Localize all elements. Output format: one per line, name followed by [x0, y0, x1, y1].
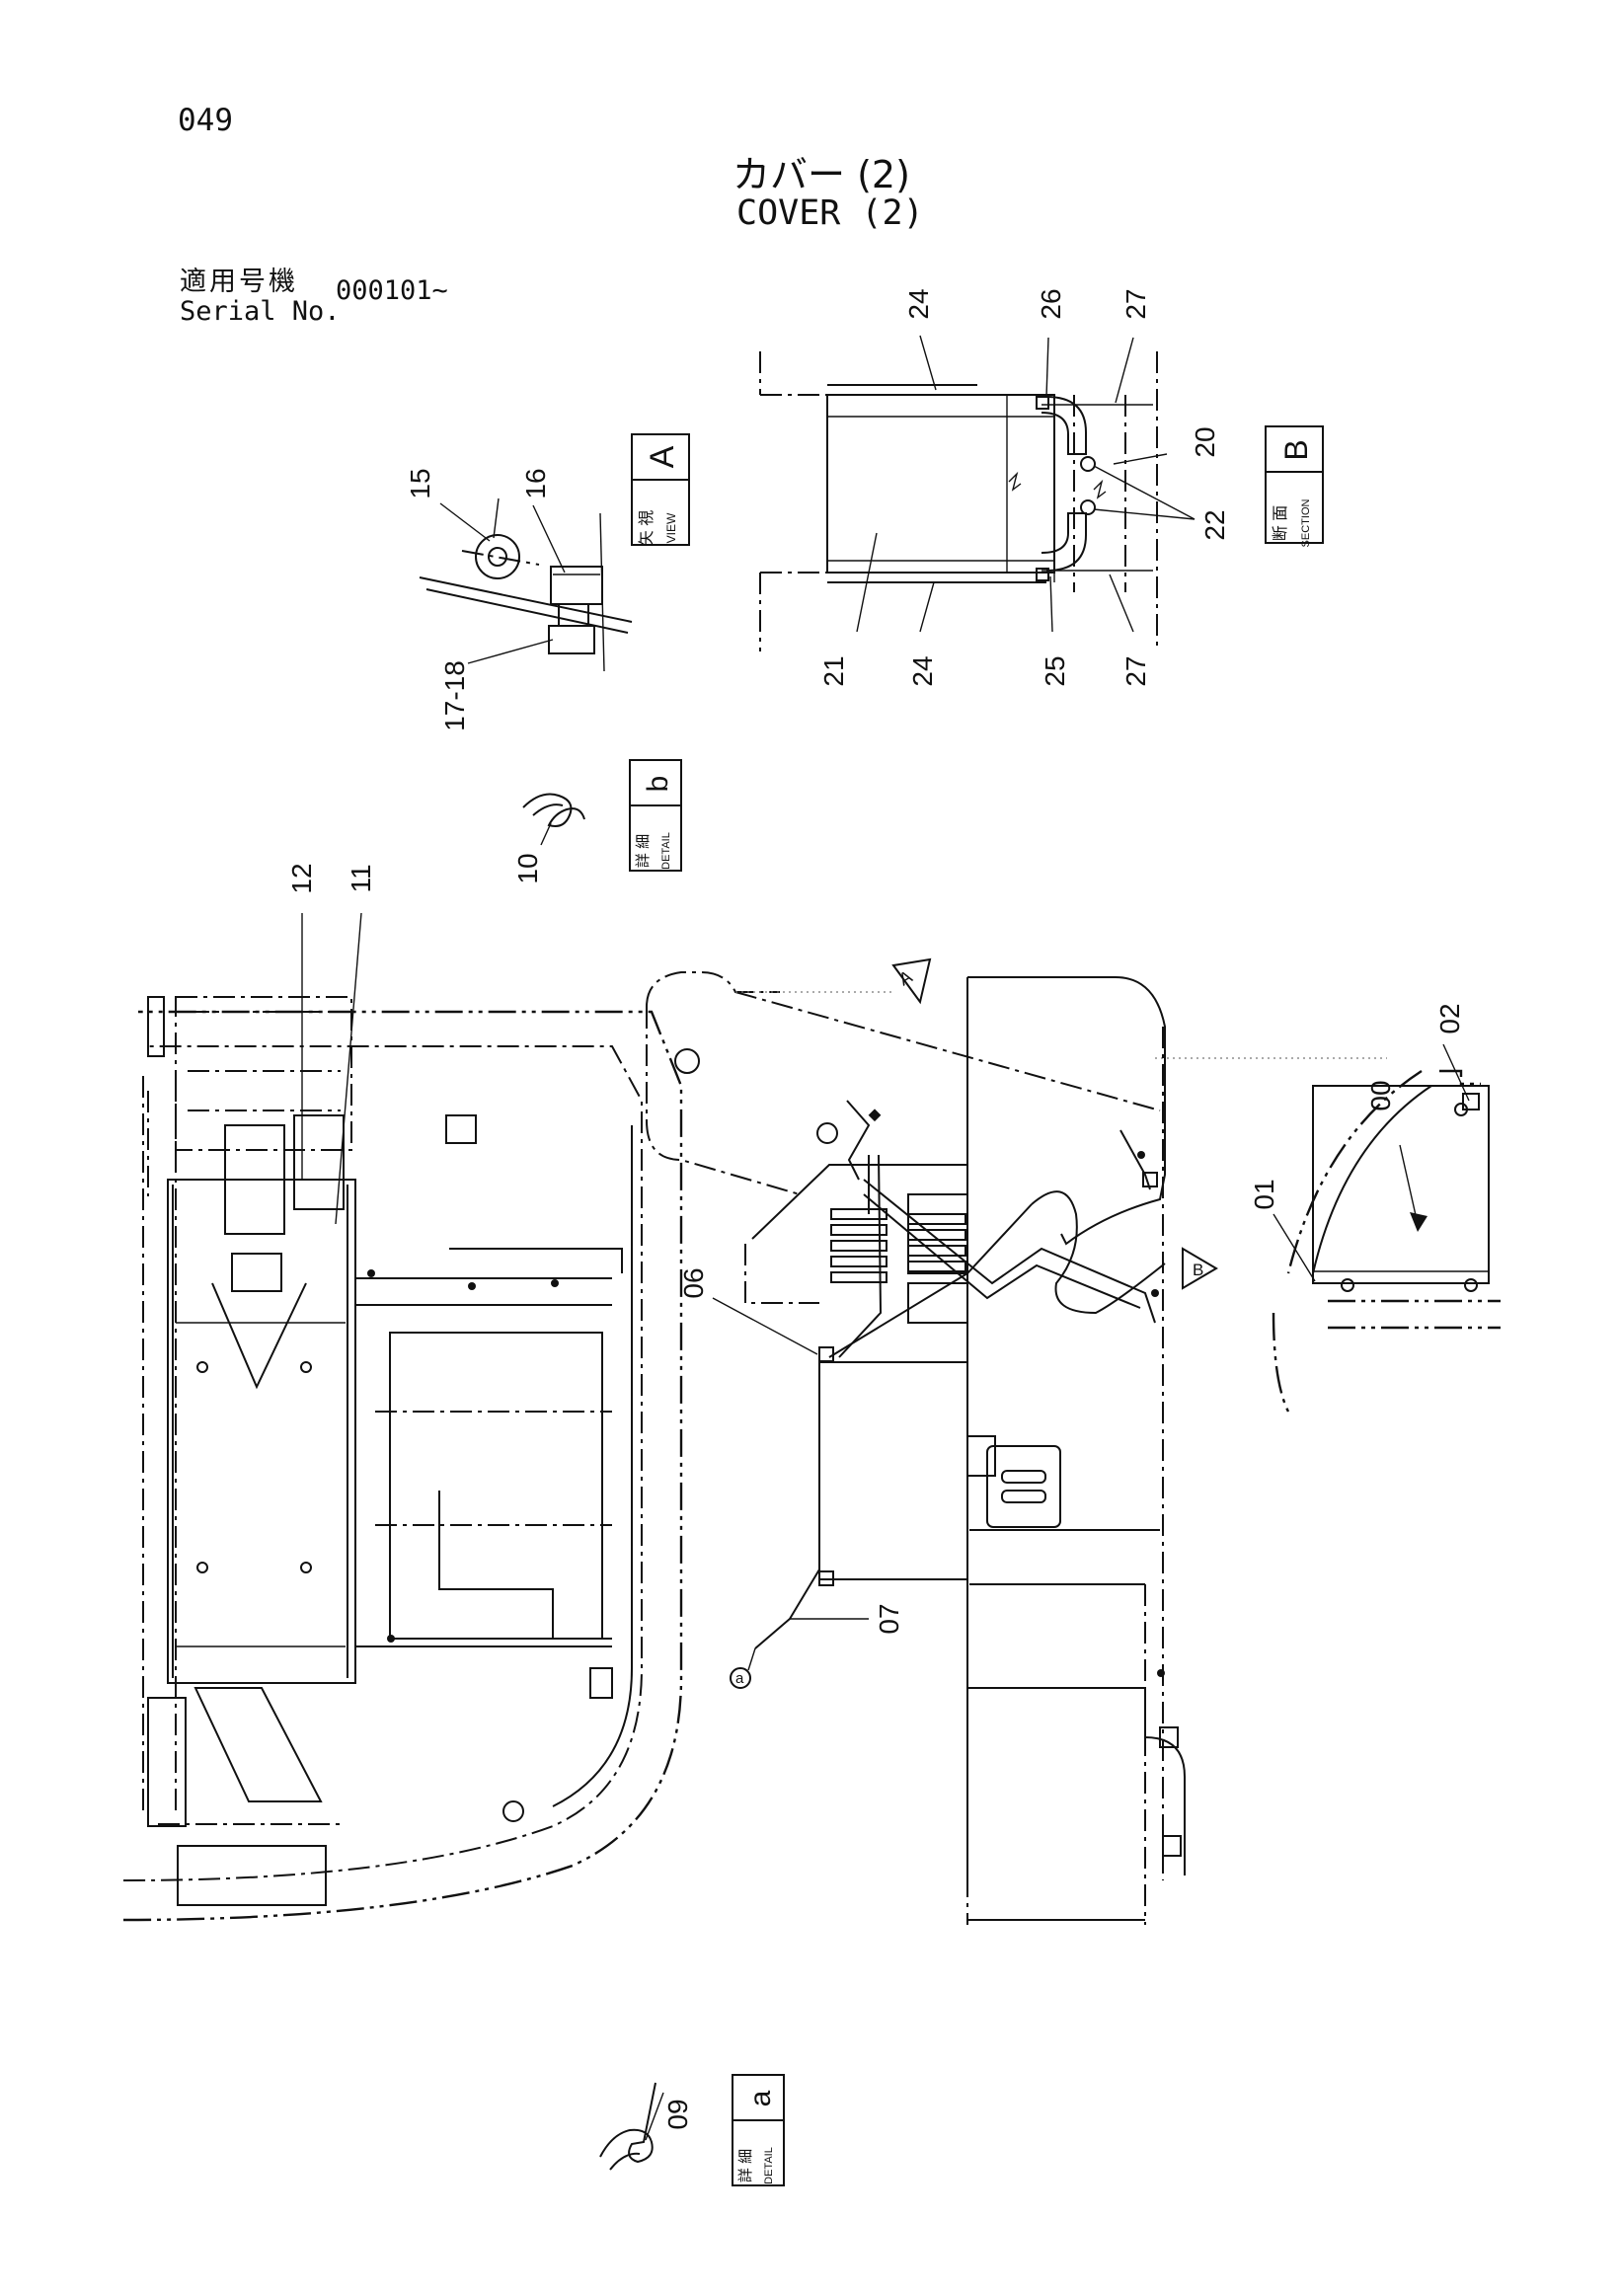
callout-24-top: 24: [903, 288, 934, 319]
view-a-arrow: [891, 957, 932, 1005]
callout-09: 09: [662, 2099, 693, 2129]
callout-07: 07: [874, 1603, 904, 1634]
side-view: A: [646, 957, 1387, 1925]
callout-11: 11: [346, 864, 376, 892]
view-a-letter: A: [644, 445, 681, 468]
section-b-arrow: [1182, 1247, 1218, 1290]
callout-27-bottom: 27: [1120, 655, 1151, 686]
cooling-louvers: [830, 1193, 968, 1324]
arrow-a-label: A: [895, 966, 915, 989]
detail-a-marker-label: a: [735, 1670, 744, 1687]
callout-22: 22: [1199, 509, 1230, 540]
section-b-jp: 断 面: [1272, 505, 1289, 541]
callout-20: 20: [1190, 426, 1220, 457]
arrow-b-label: B: [1193, 1261, 1203, 1279]
callout-01: 01: [1249, 1179, 1279, 1209]
section-b-letter: B: [1278, 439, 1314, 460]
detail-b-label-box: [629, 759, 682, 872]
plan-view: 12 11: [122, 863, 683, 1922]
callout-17-18: 17-18: [439, 660, 470, 731]
view-a-en: VIEW: [664, 512, 678, 543]
detail-a-inset: 09 詳 細 DETAIL a: [599, 2074, 785, 2186]
detail-a-marker: [730, 1667, 751, 1689]
view-a-inset: 15 16 17-18 矢 視 VIEW A: [405, 433, 690, 731]
serial-label: Serial No.: [180, 296, 341, 327]
callout-06: 06: [678, 1267, 709, 1298]
access-handle: [986, 1445, 1061, 1528]
section-b-inset: 24 26 27 20 22 21 24 25 27 断 面 SECTION B: [759, 288, 1324, 687]
callout-16: 16: [520, 468, 551, 498]
detail-b-letter: b: [642, 776, 674, 793]
view-a-label-box: [631, 433, 690, 546]
page-title-japanese: カバー (2): [733, 153, 910, 196]
callout-15: 15: [405, 468, 435, 498]
detail-a-jp: 詳 細: [737, 2149, 754, 2182]
serial-label-japanese: 適用号機: [180, 267, 298, 297]
page-number: 049: [178, 103, 233, 138]
callout-10: 10: [512, 853, 543, 883]
detail-b-jp: 詳 細: [635, 834, 652, 868]
detail-a-en: DETAIL: [763, 2147, 775, 2184]
section-b-label-box: [1265, 425, 1324, 544]
detail-a-label-box: [732, 2074, 785, 2186]
callout-27-top: 27: [1120, 288, 1151, 319]
corner-cover-inset: 02 00 01: [1249, 1003, 1501, 1413]
detail-b-en: DETAIL: [660, 832, 672, 870]
detail-a-letter: a: [744, 2090, 777, 2106]
callout-12: 12: [286, 863, 317, 893]
callout-25: 25: [1040, 655, 1070, 686]
callout-21: 21: [818, 655, 849, 686]
callout-24-bottom: 24: [907, 655, 938, 686]
callout-26: 26: [1036, 288, 1066, 319]
serial-number-range: 000101~: [336, 275, 448, 306]
view-a-jp: 矢 視: [638, 510, 656, 546]
callout-02: 02: [1434, 1003, 1465, 1033]
detail-b-inset: 10 詳 細 DETAIL b: [512, 759, 682, 884]
callout-00: 00: [1365, 1080, 1396, 1110]
section-b-en: SECTION: [1300, 499, 1312, 548]
page-title: COVER (2): [736, 193, 924, 233]
